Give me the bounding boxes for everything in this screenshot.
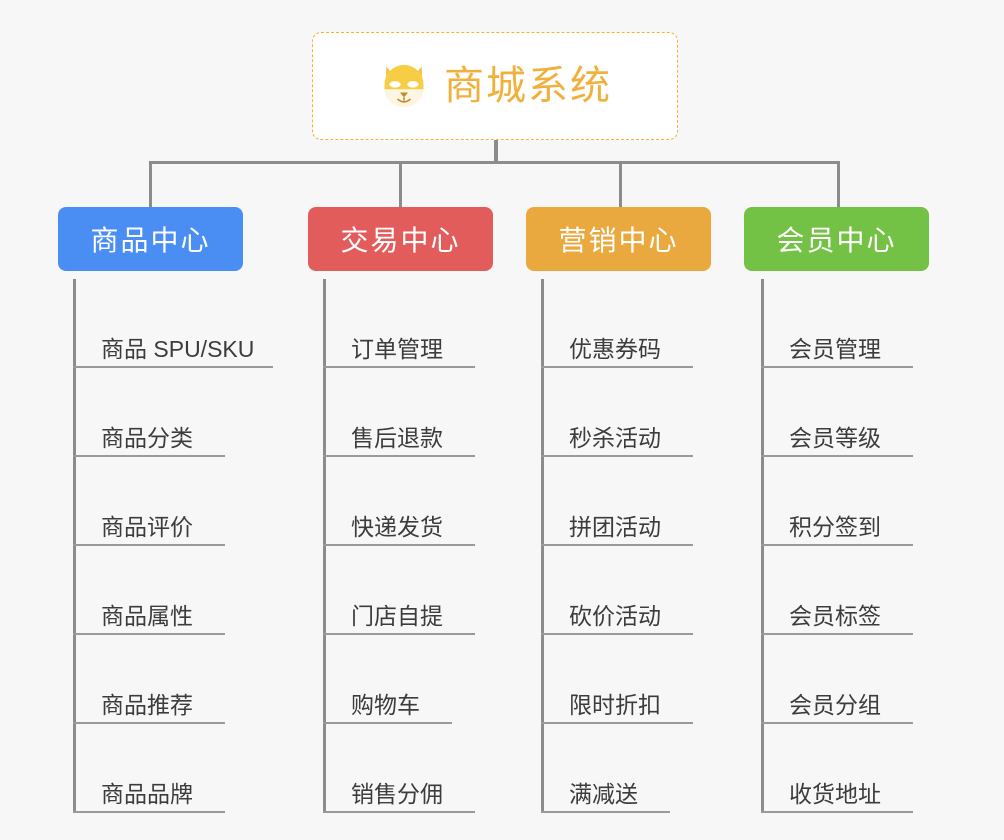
leaf-item[interactable]: 销售分佣 (323, 724, 498, 813)
leaf-label: 积分签到 (789, 513, 881, 540)
leaf-underline (761, 544, 913, 546)
leaf-item[interactable]: 会员等级 (761, 368, 936, 457)
branch-items-3: 会员管理 会员等级 积分签到 会员标签 会员分组 收货地址 (761, 279, 936, 813)
branch-header-label: 交易中心 (340, 225, 461, 256)
leaf-label: 限时折扣 (569, 691, 661, 718)
root-title: 商城系统 (444, 64, 612, 108)
branch-header-label: 商品中心 (90, 225, 211, 256)
leaf-underline (541, 544, 693, 546)
leaf-label: 收货地址 (789, 780, 881, 807)
connector-drop-1 (149, 161, 152, 209)
leaf-item[interactable]: 订单管理 (323, 279, 498, 368)
connector-drop-4 (837, 161, 840, 209)
leaf-item[interactable]: 购物车 (323, 635, 498, 724)
leaf-item[interactable]: 商品推荐 (73, 635, 273, 724)
leaf-underline (541, 455, 693, 457)
branch-items-2: 优惠券码 秒杀活动 拼团活动 砍价活动 限时折扣 满减送 (541, 279, 716, 813)
branch-spine (761, 279, 764, 813)
branch-spine (73, 279, 76, 813)
leaf-label: 会员管理 (789, 335, 881, 362)
leaf-label: 快递发货 (351, 513, 443, 540)
leaf-item[interactable]: 售后退款 (323, 368, 498, 457)
leaf-underline (323, 366, 475, 368)
leaf-item[interactable]: 收货地址 (761, 724, 936, 813)
leaf-underline (323, 455, 475, 457)
connector-root-trunk (494, 140, 498, 164)
root-node[interactable]: 商城系统 (312, 32, 678, 140)
leaf-item[interactable]: 限时折扣 (541, 635, 716, 724)
leaf-item[interactable]: 快递发货 (323, 457, 498, 546)
leaf-label: 门店自提 (351, 602, 443, 629)
leaf-underline (541, 811, 670, 813)
leaf-label: 会员标签 (789, 602, 881, 629)
leaf-item[interactable]: 积分签到 (761, 457, 936, 546)
leaf-label: 订单管理 (351, 335, 443, 362)
leaf-underline (323, 811, 475, 813)
leaf-item[interactable]: 会员管理 (761, 279, 936, 368)
leaf-underline (73, 455, 225, 457)
leaf-item[interactable]: 满减送 (541, 724, 716, 813)
leaf-underline (73, 811, 225, 813)
leaf-item[interactable]: 砍价活动 (541, 546, 716, 635)
leaf-underline (761, 722, 913, 724)
branch-header-3[interactable]: 会员中心 (744, 207, 929, 271)
leaf-label: 商品推荐 (101, 691, 193, 718)
leaf-label: 拼团活动 (569, 513, 661, 540)
leaf-underline (323, 544, 475, 546)
connector-drop-3 (619, 161, 622, 209)
leaf-label: 商品分类 (101, 424, 193, 451)
leaf-label: 商品属性 (101, 602, 193, 629)
leaf-label: 商品评价 (101, 513, 193, 540)
leaf-item[interactable]: 商品评价 (73, 457, 273, 546)
leaf-label: 销售分佣 (351, 780, 443, 807)
branch-spine (323, 279, 326, 813)
leaf-item[interactable]: 会员标签 (761, 546, 936, 635)
leaf-item[interactable]: 会员分组 (761, 635, 936, 724)
leaf-label: 购物车 (351, 691, 420, 718)
connector-drop-2 (399, 161, 402, 209)
leaf-underline (73, 722, 225, 724)
leaf-underline (761, 811, 913, 813)
leaf-label: 满减送 (569, 780, 638, 807)
branch-header-label: 营销中心 (558, 225, 679, 256)
leaf-item[interactable]: 优惠券码 (541, 279, 716, 368)
leaf-item[interactable]: 商品分类 (73, 368, 273, 457)
leaf-label: 秒杀活动 (569, 424, 661, 451)
leaf-underline (761, 455, 913, 457)
leaf-underline (73, 366, 273, 368)
leaf-label: 会员等级 (789, 424, 881, 451)
leaf-underline (541, 633, 693, 635)
leaf-underline (541, 722, 693, 724)
connector-horizontal-bus (149, 161, 840, 164)
leaf-underline (73, 633, 225, 635)
leaf-underline (761, 633, 913, 635)
branch-header-0[interactable]: 商品中心 (58, 207, 243, 271)
branch-header-label: 会员中心 (776, 225, 897, 256)
branch-items-0: 商品 SPU/SKU 商品分类 商品评价 商品属性 商品推荐 商品品牌 (73, 279, 273, 813)
leaf-item[interactable]: 商品属性 (73, 546, 273, 635)
leaf-label: 商品 SPU/SKU (101, 335, 255, 362)
leaf-label: 售后退款 (351, 424, 443, 451)
leaf-label: 会员分组 (789, 691, 881, 718)
leaf-label: 商品品牌 (101, 780, 193, 807)
leaf-underline (761, 366, 913, 368)
shiba-dog-face-icon (384, 64, 424, 108)
leaf-underline (541, 366, 693, 368)
leaf-item[interactable]: 商品 SPU/SKU (73, 279, 273, 368)
branch-items-1: 订单管理 售后退款 快递发货 门店自提 购物车 销售分佣 (323, 279, 498, 813)
leaf-item[interactable]: 秒杀活动 (541, 368, 716, 457)
leaf-underline (73, 544, 225, 546)
leaf-underline (323, 722, 452, 724)
leaf-underline (323, 633, 475, 635)
leaf-item[interactable]: 门店自提 (323, 546, 498, 635)
leaf-item[interactable]: 拼团活动 (541, 457, 716, 546)
leaf-label: 优惠券码 (569, 335, 661, 362)
branch-header-1[interactable]: 交易中心 (308, 207, 493, 271)
branch-header-2[interactable]: 营销中心 (526, 207, 711, 271)
leaf-label: 砍价活动 (569, 602, 661, 629)
branch-spine (541, 279, 544, 813)
leaf-item[interactable]: 商品品牌 (73, 724, 273, 813)
